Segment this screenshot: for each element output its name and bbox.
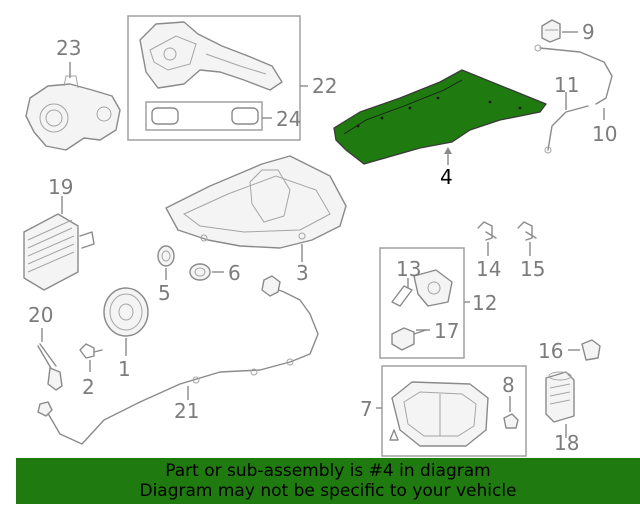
callout-19: 19 [48, 175, 73, 199]
callout-22: 22 [312, 74, 337, 98]
part-sensor-small[interactable] [389, 429, 399, 441]
part-2-bolt[interactable] [79, 343, 103, 359]
callout-14: 14 [476, 257, 501, 281]
part-23-water-outlet[interactable] [25, 75, 121, 151]
callout-23: 23 [56, 36, 81, 60]
callout-7: 7 [360, 397, 373, 421]
part-4-highlighted[interactable] [333, 69, 547, 165]
part-16-plug[interactable] [581, 339, 601, 361]
part-3-oil-pan-upper[interactable] [165, 155, 347, 249]
callout-12: 12 [472, 291, 497, 315]
info-banner: Part or sub-assembly is #4 in diagram Di… [16, 458, 640, 504]
part-19-oil-cooler[interactable] [23, 213, 95, 291]
part-20-stud[interactable] [37, 343, 63, 391]
callout-16: 16 [538, 339, 563, 363]
callout-17: 17 [434, 319, 459, 343]
part-7-oil-pan-lower[interactable] [391, 381, 489, 447]
part-11-dipstick[interactable] [544, 105, 589, 154]
parts-diagram: 23 22 24 4 9 1 [23, 15, 617, 457]
part-17-sensor[interactable] [391, 327, 427, 351]
gasket-frame-24 [145, 101, 263, 131]
callout-6: 6 [228, 261, 241, 285]
callout-4: 4 [440, 165, 453, 189]
assembly-frame-12 [379, 247, 465, 359]
part-18-oil-filter[interactable] [545, 371, 575, 423]
callout-8: 8 [502, 373, 515, 397]
callout-3: 3 [296, 261, 309, 285]
callout-5: 5 [158, 281, 171, 305]
part-22-intake-manifold[interactable] [139, 21, 283, 91]
callout-15: 15 [520, 257, 545, 281]
callout-9: 9 [582, 20, 595, 44]
callout-2: 2 [82, 375, 95, 399]
callout-21: 21 [174, 399, 199, 423]
part-15-bolt[interactable] [517, 221, 537, 241]
part-9-cap[interactable] [541, 19, 561, 43]
banner-line-1: Part or sub-assembly is #4 in diagram [165, 461, 491, 481]
part-24-gaskets[interactable] [151, 107, 259, 125]
part-6-seal[interactable] [189, 263, 211, 281]
callout-20: 20 [28, 303, 53, 327]
callout-24: 24 [276, 107, 301, 131]
part-21-wiring-harness[interactable] [37, 275, 319, 445]
assembly-frame-7 [381, 365, 527, 457]
part-13-sensor-gasket[interactable] [391, 269, 453, 307]
callout-10: 10 [592, 122, 617, 146]
callout-13: 13 [396, 257, 421, 281]
part-8-drain-plug[interactable] [503, 413, 519, 429]
callout-18: 18 [554, 431, 579, 455]
callout-1: 1 [118, 357, 131, 381]
banner-line-2: Diagram may not be specific to your vehi… [139, 481, 517, 501]
part-10-dipstick-tube[interactable] [534, 44, 613, 105]
assembly-frame-22 [127, 15, 301, 141]
part-1-pulley[interactable] [103, 287, 149, 337]
part-14-bolt[interactable] [477, 221, 497, 241]
part-5-plug[interactable] [157, 245, 175, 267]
callout-11: 11 [554, 73, 579, 97]
